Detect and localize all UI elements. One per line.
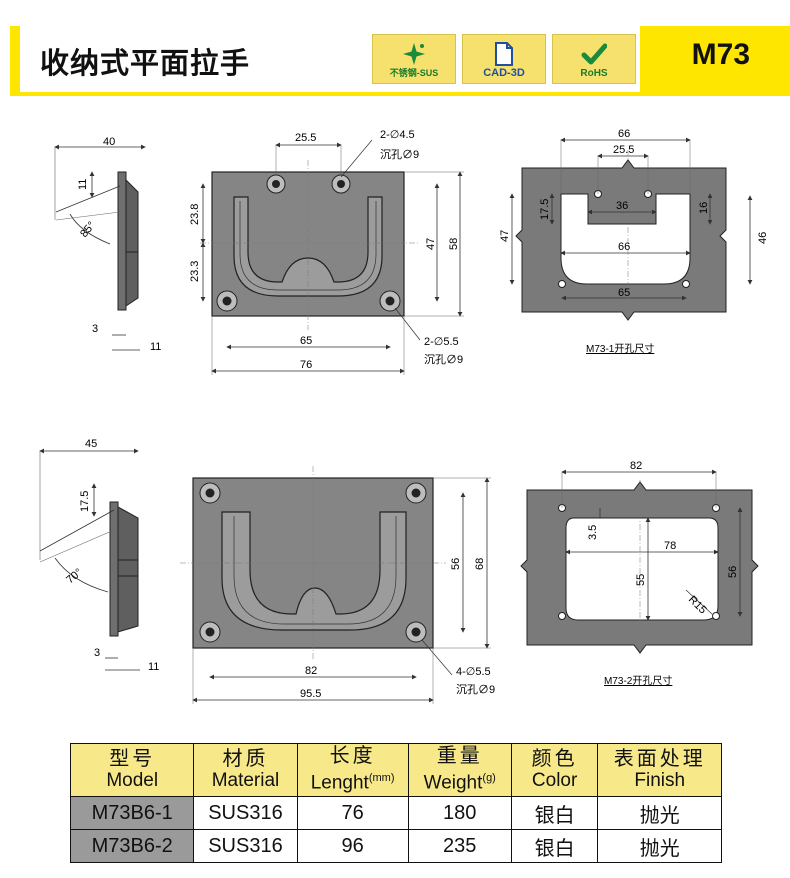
hole-callout-1: 2-∅4.5	[380, 129, 415, 141]
dim-82-front: 82	[305, 665, 317, 677]
hole-callout-3: 4-∅5.5	[456, 666, 491, 678]
cut2-dim-55: 55	[635, 574, 647, 586]
dim-58: 58	[448, 238, 460, 250]
model-code: M73	[691, 38, 750, 71]
dim-95-5: 95.5	[300, 688, 321, 700]
cell-finish: 抛光	[597, 796, 722, 830]
dim-68: 68	[474, 558, 486, 570]
drawing2-front-view: 56 68 82 95.5 4-∅5.5 沉孔∅9	[180, 466, 495, 704]
badge-sus: 不锈钢-SUS	[372, 34, 456, 84]
cut1-dim-66-mid: 66	[618, 241, 630, 253]
angle-70: 70°	[64, 566, 84, 586]
cell-weight: 235	[407, 829, 512, 863]
dim-23-3: 23.3	[189, 261, 201, 282]
sus-sparkle-icon	[403, 43, 425, 65]
counterbore-callout-3: 沉孔∅9	[456, 683, 495, 696]
badge-rohs-label: RoHS	[580, 68, 608, 79]
table-row: M73B6-1 SUS316 76 180 银白 抛光	[69, 796, 722, 830]
dim-56-front: 56	[450, 558, 462, 570]
cut1-dim-36: 36	[616, 200, 628, 212]
header-banner: 收纳式平面拉手 不锈钢-SUS CAD-3D RoHS M73	[10, 26, 790, 96]
cut1-dim-25-5: 25.5	[613, 144, 634, 156]
cell-color: 银白	[510, 796, 599, 830]
counterbore-callout-2: 沉孔∅9	[424, 353, 463, 366]
drawing1-front-view: 25.5 2-∅4.5 沉孔∅9 23.8 23.3 47 58 65 76 2…	[189, 129, 464, 375]
table-row: M73B6-2 SUS316 96 235 银白 抛光	[69, 829, 722, 863]
dim-11-top: 11	[77, 179, 89, 190]
dim-23-8: 23.8	[189, 204, 201, 225]
cut1-dim-16: 16	[698, 202, 710, 214]
cut2-caption: M73-2开孔尺寸	[604, 674, 672, 687]
badge-cad: CAD-3D	[462, 34, 546, 84]
product-title: 收纳式平面拉手	[40, 46, 251, 80]
checkmark-icon	[581, 43, 607, 65]
drawing1-side-view: 40 11 85° 3 11	[54, 136, 161, 353]
dim-40: 40	[103, 136, 115, 148]
cell-color: 银白	[510, 829, 599, 863]
cell-weight: 180	[407, 796, 512, 830]
cell-material: SUS316	[193, 796, 298, 830]
drawing2-side-view: 45 17.5 70° 3 11	[39, 438, 159, 673]
badge-rohs: RoHS	[552, 34, 636, 84]
dim-11-bottom: 11	[150, 341, 161, 353]
cell-finish: 抛光	[597, 829, 722, 863]
cut2-dim-3-5: 3.5	[587, 525, 599, 540]
dim-25-5: 25.5	[295, 132, 316, 144]
dim-45: 45	[85, 438, 97, 450]
dim-65: 65	[300, 335, 312, 347]
cut1-dim-47: 47	[499, 230, 511, 242]
dim-76: 76	[300, 359, 312, 371]
dim-3: 3	[92, 323, 98, 335]
dim-17-5-side: 17.5	[79, 491, 91, 512]
cell-model: M73B6-1	[69, 796, 195, 830]
cell-material: SUS316	[193, 829, 298, 863]
cell-length: 96	[296, 829, 409, 863]
cut2-dim-56: 56	[727, 566, 739, 578]
cut1-dim-65: 65	[618, 287, 630, 299]
cell-model: M73B6-2	[69, 829, 195, 863]
cut2-dim-82: 82	[630, 460, 642, 472]
cut1-dim-46: 46	[757, 232, 769, 244]
hole-callout-2: 2-∅5.5	[424, 336, 459, 348]
cut1-dim-17-5: 17.5	[539, 199, 551, 220]
cut2-dim-78: 78	[664, 540, 676, 552]
dim-11-side2: 11	[148, 661, 159, 673]
drawing2-cutout-view: 82 3.5 78 55 56 R15 M73-2开孔尺寸	[520, 460, 759, 687]
cut1-caption: M73-1开孔尺寸	[586, 342, 654, 355]
cell-length: 76	[296, 796, 409, 830]
dim-3-side2: 3	[94, 647, 100, 659]
cut1-dim-66-top: 66	[618, 128, 630, 140]
dim-47: 47	[425, 238, 437, 250]
cad-file-icon	[495, 42, 513, 66]
badge-cad-label: CAD-3D	[483, 67, 525, 79]
counterbore-callout-1: 沉孔∅9	[380, 148, 419, 161]
badge-sus-label: 不锈钢-SUS	[389, 68, 439, 78]
drawing1-cutout-view: 66 25.5 17.5 36 16 47 66 46 65 M73-1开孔尺寸	[499, 128, 769, 355]
